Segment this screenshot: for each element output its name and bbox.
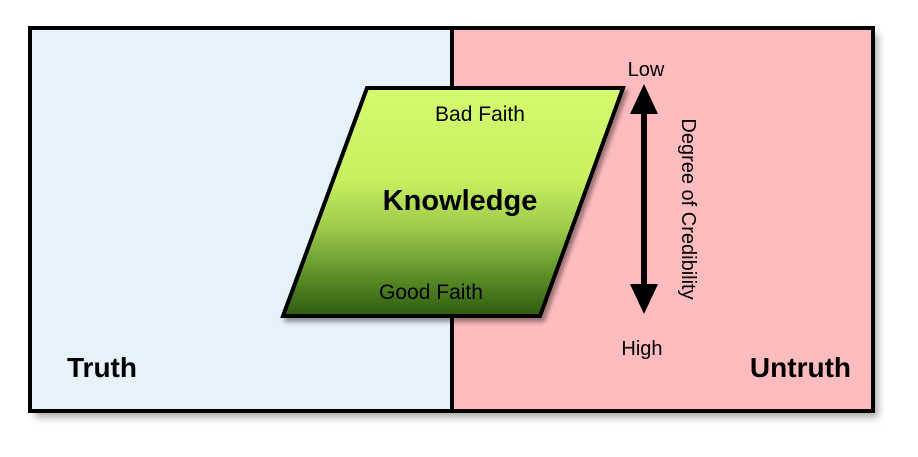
arrow-down-head bbox=[630, 284, 658, 314]
truth-label: Truth bbox=[67, 352, 137, 383]
knowledge-bottom-label: Good Faith bbox=[379, 281, 483, 304]
knowledge-title: Knowledge bbox=[383, 185, 538, 217]
credibility-high-label: High bbox=[621, 338, 662, 360]
credibility-double-arrow bbox=[630, 84, 658, 314]
arrow-up-head bbox=[630, 84, 658, 114]
credibility-axis-label: Degree of Credibility bbox=[677, 118, 699, 299]
knowledge-top-label: Bad Faith bbox=[435, 103, 525, 126]
knowledge-parallelogram bbox=[280, 86, 626, 318]
untruth-label: Untruth bbox=[750, 352, 851, 383]
credibility-low-label: Low bbox=[628, 59, 665, 81]
